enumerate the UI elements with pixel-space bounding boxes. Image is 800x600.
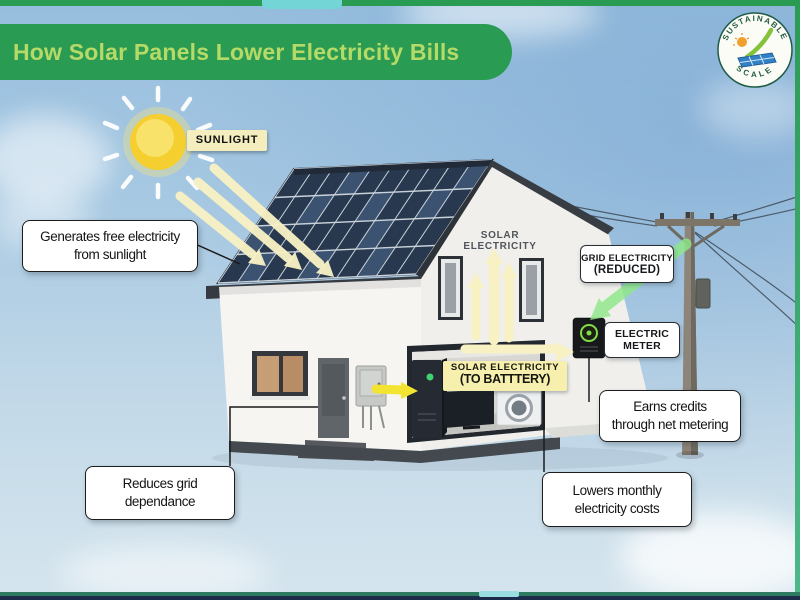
electric-meter bbox=[572, 317, 606, 402]
sunlight-beams bbox=[175, 163, 325, 269]
cutaway-room bbox=[407, 340, 545, 443]
top-border bbox=[0, 0, 800, 6]
cloud bbox=[60, 545, 270, 600]
title-banner: How Solar Panels Lower Electricity Bills bbox=[0, 24, 512, 80]
roof-right-slope bbox=[486, 160, 614, 236]
callout-generates-electricity: Generates free electricity from sunlight bbox=[22, 220, 198, 272]
page-title: How Solar Panels Lower Electricity Bills bbox=[13, 38, 460, 65]
electric-meter-label: ELECTRIC METER bbox=[604, 322, 680, 358]
callout-reduces-grid: Reduces grid dependance bbox=[85, 466, 235, 520]
callout-lowers-costs: Lowers monthly electricity costs bbox=[542, 472, 692, 527]
grid-electricity-line2: (REDUCED) bbox=[593, 263, 661, 276]
electric-meter-line1: ELECTRIC bbox=[614, 327, 670, 340]
battery-arrow bbox=[371, 382, 418, 399]
electric-meter-line2: METER bbox=[623, 340, 661, 352]
brand-logo: SUSTAINABLE SCALE bbox=[717, 12, 793, 88]
sunlight-label: SUNLIGHT bbox=[187, 130, 267, 151]
logo-leaf-swoosh bbox=[744, 27, 774, 60]
logo-sun-icon bbox=[733, 33, 750, 47]
bottom-navy-border bbox=[0, 596, 800, 600]
battery-label-line1: SOLAR ELECTRICITY bbox=[450, 362, 560, 373]
solar-flow-arrows bbox=[460, 257, 563, 367]
solar-panel-grid bbox=[217, 159, 493, 284]
right-border bbox=[795, 0, 800, 600]
logo-panel-icon bbox=[737, 52, 777, 68]
sunlight-arrowheads bbox=[248, 249, 334, 277]
roof-ridge bbox=[294, 160, 492, 175]
gable-window bbox=[438, 256, 463, 320]
top-cyan-tab bbox=[262, 0, 342, 9]
eave-shadow bbox=[219, 279, 421, 295]
cloud bbox=[0, 115, 110, 205]
foundation bbox=[229, 437, 560, 463]
home-battery bbox=[412, 358, 447, 438]
grid-electricity-label: GRID ELECTRICITY (REDUCED) bbox=[580, 245, 674, 283]
front-door bbox=[318, 358, 349, 438]
washing-machine-icon bbox=[496, 384, 542, 426]
bottom-border bbox=[0, 592, 800, 596]
transformer-box bbox=[695, 278, 711, 309]
bottom-cyan-tab bbox=[479, 591, 519, 597]
battery-label-line2: (TO BATTTERY) bbox=[459, 372, 551, 387]
grid-electricity-line1: GRID ELECTRICITY bbox=[581, 252, 673, 264]
gable-window bbox=[519, 258, 544, 322]
battery-label: SOLAR ELECTRICITY (TO BATTTERY) bbox=[443, 361, 567, 391]
sun-icon bbox=[102, 85, 215, 200]
cloud bbox=[700, 78, 800, 138]
tv-icon bbox=[444, 389, 494, 430]
front-window bbox=[250, 351, 310, 400]
callout-earns-credits: Earns credits through net metering bbox=[599, 390, 741, 442]
solar-electricity-label: SOLAR ELECTRICITY bbox=[463, 230, 537, 252]
